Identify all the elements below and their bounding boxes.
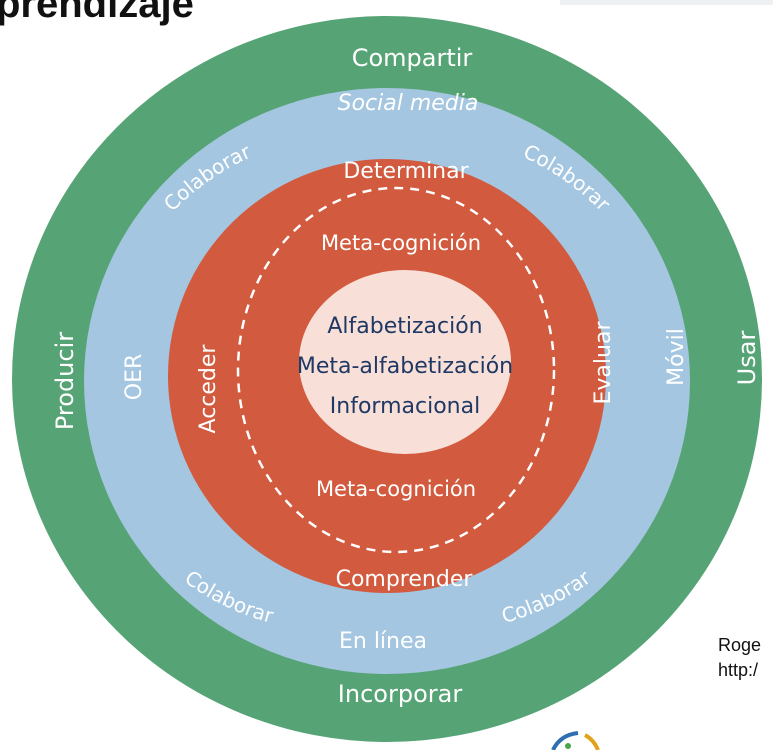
outer-top-label: Compartir — [352, 44, 473, 72]
center-line-2: Meta-alfabetización — [297, 354, 513, 379]
red-top-label: Determinar — [343, 159, 469, 184]
blue-top-label: Social media — [338, 91, 479, 116]
center-line-1: Alfabetización — [327, 314, 482, 339]
outer-left-label: Producir — [51, 332, 79, 430]
center-line-3: Informacional — [330, 394, 480, 419]
center-ellipse — [299, 270, 511, 454]
red-left-label: Acceder — [196, 344, 221, 434]
citation-author: Roge — [718, 635, 762, 655]
red-bottom-label: Comprender — [336, 567, 474, 592]
blue-bottom-label: En línea — [339, 629, 427, 654]
metacognition-bottom-label: Meta-cognición — [316, 477, 476, 501]
top-strip — [560, 0, 773, 5]
citation-link: http:/ — [718, 660, 759, 680]
outer-right-label: Usar — [733, 331, 761, 386]
blue-left-label: OER — [122, 354, 147, 401]
citation: Roge http:/ — [718, 633, 761, 683]
metacognition-top-label: Meta-cognición — [321, 231, 481, 255]
blue-right-label: Móvil — [664, 328, 689, 386]
outer-bottom-label: Incorporar — [338, 680, 463, 708]
metacognition-dashed-ring — [236, 186, 556, 554]
page-title: prendizaje — [0, 0, 194, 26]
red-right-label: Evaluar — [591, 321, 616, 405]
